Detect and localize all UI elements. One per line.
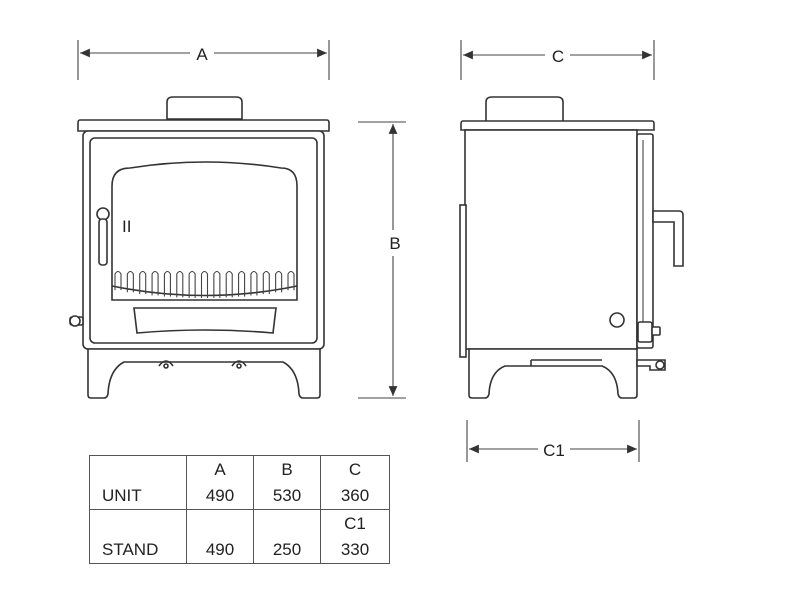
stand-front (87, 348, 321, 399)
table-cell: 490 (186, 509, 254, 564)
top-plate-side (460, 120, 655, 131)
door-edge-side (636, 133, 654, 349)
stove-dimension-drawing: A II (69, 40, 684, 462)
dimension-b: B (358, 121, 406, 399)
flue-collar-side (485, 96, 564, 123)
hinge-detail (637, 321, 661, 343)
door-window (111, 161, 298, 301)
dimension-a-label: A (196, 45, 208, 64)
fire-grate (111, 270, 298, 298)
air-control-slide (133, 307, 277, 334)
column-header: B (281, 460, 293, 479)
stand-side (468, 348, 638, 399)
door-handle-side (652, 210, 684, 267)
dimension-b-label: B (389, 234, 400, 253)
rear-panel (459, 204, 467, 358)
door-handle (96, 207, 110, 266)
side-knob (609, 312, 625, 328)
bottom-vents (158, 360, 247, 369)
dimension-c1-label: C1 (543, 441, 565, 460)
dimension-c: C (460, 40, 655, 80)
column-header: C1 (344, 514, 366, 533)
side-view: C C1 (459, 40, 684, 462)
row-label: UNIT (89, 455, 187, 510)
column-header: A (214, 460, 226, 479)
flue-collar-front (166, 96, 243, 120)
front-view: A II (69, 40, 406, 399)
dimension-a: A (77, 40, 330, 80)
side-knob-front (69, 315, 84, 327)
top-plate-front (77, 119, 330, 132)
row-label: STAND (89, 509, 187, 564)
column-header: C (348, 460, 362, 479)
table-cell: 250 (253, 509, 321, 564)
door-mark: II (122, 217, 131, 236)
dimension-c-label: C (552, 47, 564, 66)
dimension-c1: C1 (466, 420, 640, 462)
